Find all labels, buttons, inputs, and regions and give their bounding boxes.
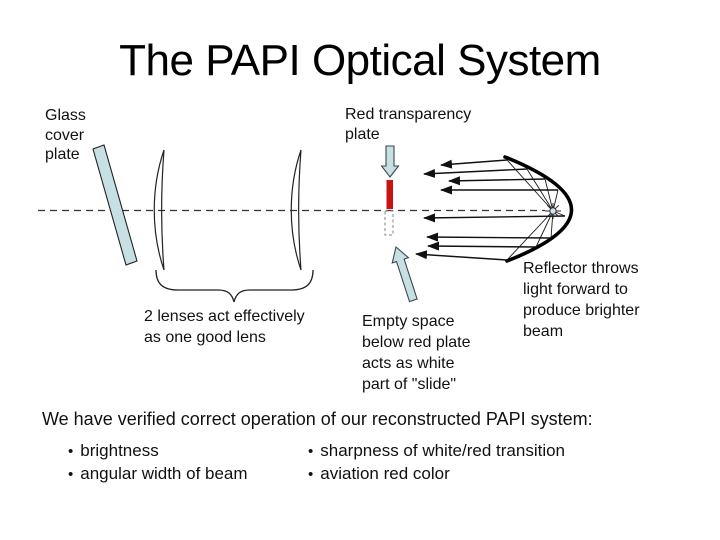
bullet-icon: • <box>68 443 74 460</box>
bullet-text: angular width of beam <box>80 464 248 483</box>
reflector-parabola <box>503 155 574 263</box>
bullet-icon: • <box>308 443 314 460</box>
optics-diagram <box>38 144 574 303</box>
verification-heading: We have verified correct operation of ou… <box>42 409 593 429</box>
lens-1-shape <box>153 149 165 271</box>
bullet-text: sharpness of white/red transition <box>320 441 566 460</box>
bullet-text: brightness <box>80 441 159 460</box>
label-two-lenses: 2 lenses act effectively as one good len… <box>144 308 305 346</box>
bullet-item-brightness: • brightness <box>68 441 159 463</box>
label-empty-space: Empty space below red plate acts as whit… <box>362 313 471 393</box>
up-arrow-icon <box>391 245 418 303</box>
slide-title: The PAPI Optical System <box>119 36 601 85</box>
light-ray-arrows <box>415 159 566 261</box>
label-glass-cover-plate: Glass cover plate <box>45 107 86 163</box>
glass-cover-plate-shape <box>92 144 138 266</box>
lens-2-shape <box>290 149 302 271</box>
label-red-transparency-plate: Red transparency plate <box>345 106 472 143</box>
bullet-item-aviation-red: • aviation red color <box>308 464 450 486</box>
bullet-icon: • <box>68 466 74 483</box>
lenses-brace <box>155 269 314 303</box>
empty-space-dashed-box <box>384 210 394 236</box>
bullet-icon: • <box>308 466 314 483</box>
label-reflector: Reflector throws light forward to produc… <box>523 260 640 340</box>
down-arrow-icon <box>380 145 400 178</box>
light-source-starburst-icon <box>545 203 561 219</box>
red-transparency-plate-shape <box>386 180 393 209</box>
bullet-item-angular-width: • angular width of beam <box>68 464 248 486</box>
bullet-text: aviation red color <box>320 464 450 483</box>
bullet-item-sharpness: • sharpness of white/red transition <box>308 441 565 463</box>
